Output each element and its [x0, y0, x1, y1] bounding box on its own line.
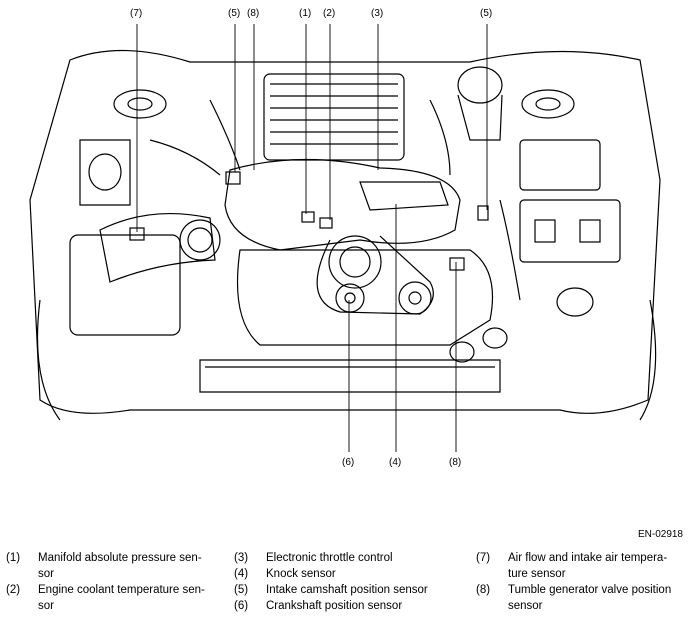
callout-2-top: (2) — [323, 8, 335, 19]
legend-number: (3) — [234, 552, 249, 564]
legend-item-6: (6) Crankshaft position sensor — [234, 598, 474, 614]
legend-number: (1) — [6, 552, 21, 564]
legend-text: Crankshaft position sensor — [266, 600, 403, 612]
legend-text: Knock sensor — [266, 568, 336, 580]
callout-6-bottom: (6) — [342, 457, 354, 468]
engine-drawing — [29, 49, 661, 421]
callout-3-top: (3) — [371, 8, 383, 19]
legend-item-1: (1) Manifold absolute pressure sen- sor — [6, 550, 216, 582]
callout-8-bottom: (8) — [449, 457, 461, 468]
figure-id: EN-02918 — [637, 529, 683, 540]
callout-7-top: (7) — [130, 8, 142, 19]
legend-text: Electronic throttle control — [266, 552, 393, 564]
legend-item-8: (8) Tumble generator valve position sens… — [476, 582, 686, 614]
callout-8-top: (8) — [247, 8, 259, 19]
legend-number: (5) — [234, 584, 249, 596]
engine-compartment-diagram: (7) (5) (8) (1) (2) (3) (5) (6) (4) (8) — [29, 8, 661, 468]
callout-5-right: (5) — [480, 8, 492, 19]
legend-item-7: (7) Air flow and intake air tempera- tur… — [476, 550, 686, 582]
leader-lines — [136, 24, 488, 452]
legend-text: Engine coolant temperature sen- sor — [38, 584, 205, 612]
legend-number: (4) — [234, 568, 249, 580]
legend-column-3: (7) Air flow and intake air tempera- tur… — [476, 550, 686, 614]
legend-text: Tumble generator valve position sensor — [508, 584, 672, 612]
legend-item-4: (4) Knock sensor — [234, 566, 474, 582]
legend-number: (8) — [476, 584, 491, 596]
legend-text: Manifold absolute pressure sen- sor — [38, 552, 202, 580]
legend-column-2: (3) Electronic throttle control (4) Knoc… — [234, 550, 474, 614]
legend-item-3: (3) Electronic throttle control — [234, 550, 474, 566]
legend-item-5: (5) Intake camshaft position sensor — [234, 582, 474, 598]
legend-item-2: (2) Engine coolant temperature sen- sor — [6, 582, 216, 614]
legend-text: Air flow and intake air tempera- ture se… — [508, 552, 668, 580]
callout-5-left: (5) — [228, 8, 240, 19]
callout-4-bottom: (4) — [389, 457, 401, 468]
legend-column-1: (1) Manifold absolute pressure sen- sor … — [6, 550, 216, 614]
legend-number: (7) — [476, 552, 491, 564]
legend-number: (2) — [6, 584, 21, 596]
callout-1-top: (1) — [299, 8, 311, 19]
legend-text: Intake camshaft position sensor — [266, 584, 428, 596]
legend-number: (6) — [234, 600, 249, 612]
